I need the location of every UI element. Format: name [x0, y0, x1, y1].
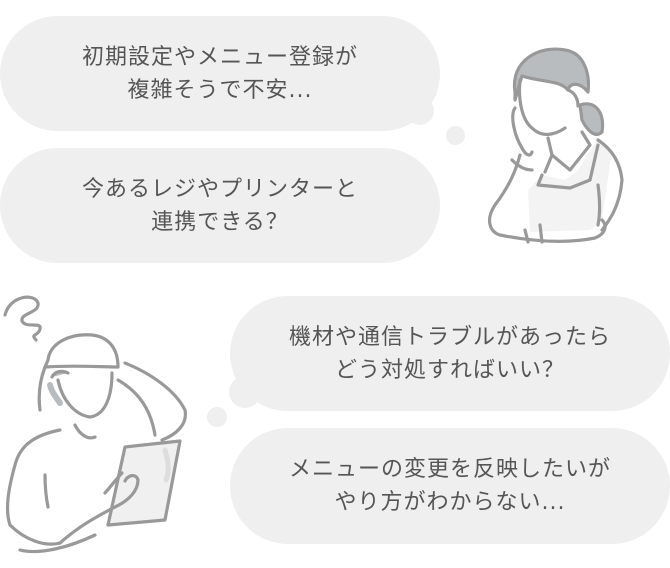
- speech-bubble-integration-concern: 今あるレジやプリンターと 連携できる？: [0, 148, 440, 263]
- bubble-text-line: 初期設定やメニュー登録が: [81, 44, 358, 70]
- thought-tail-dot: [446, 126, 465, 145]
- speech-bubble-troubleshooting-concern: 機材や通信トラブルがあったら どう対処すればいい？: [230, 296, 670, 411]
- bubble-text-line: 複雑そうで不安...: [127, 77, 313, 103]
- worried-woman-illustration: [487, 47, 624, 244]
- bubble-text-line: メニューの変更を反映したいが: [288, 457, 611, 482]
- confusion-squiggle-icon: [3, 295, 42, 342]
- bubble-text-line: 連携できる？: [151, 209, 289, 235]
- thought-tail-dot: [207, 407, 227, 427]
- bubble-text-line: 今あるレジやプリンターと: [81, 176, 358, 202]
- speech-bubble-setup-concern: 初期設定やメニュー登録が 複雑そうで不安...: [0, 16, 440, 131]
- confused-person-illustration: [3, 295, 188, 554]
- bubble-text-line: 機材や通信トラブルがあったら: [288, 324, 611, 350]
- bubble-text-line: どう対処すればいい？: [334, 357, 565, 383]
- speech-bubble-menu-change-concern: メニューの変更を反映したいが やり方がわからない...: [230, 428, 670, 544]
- bubble-text-line: やり方がわからない...: [334, 490, 566, 515]
